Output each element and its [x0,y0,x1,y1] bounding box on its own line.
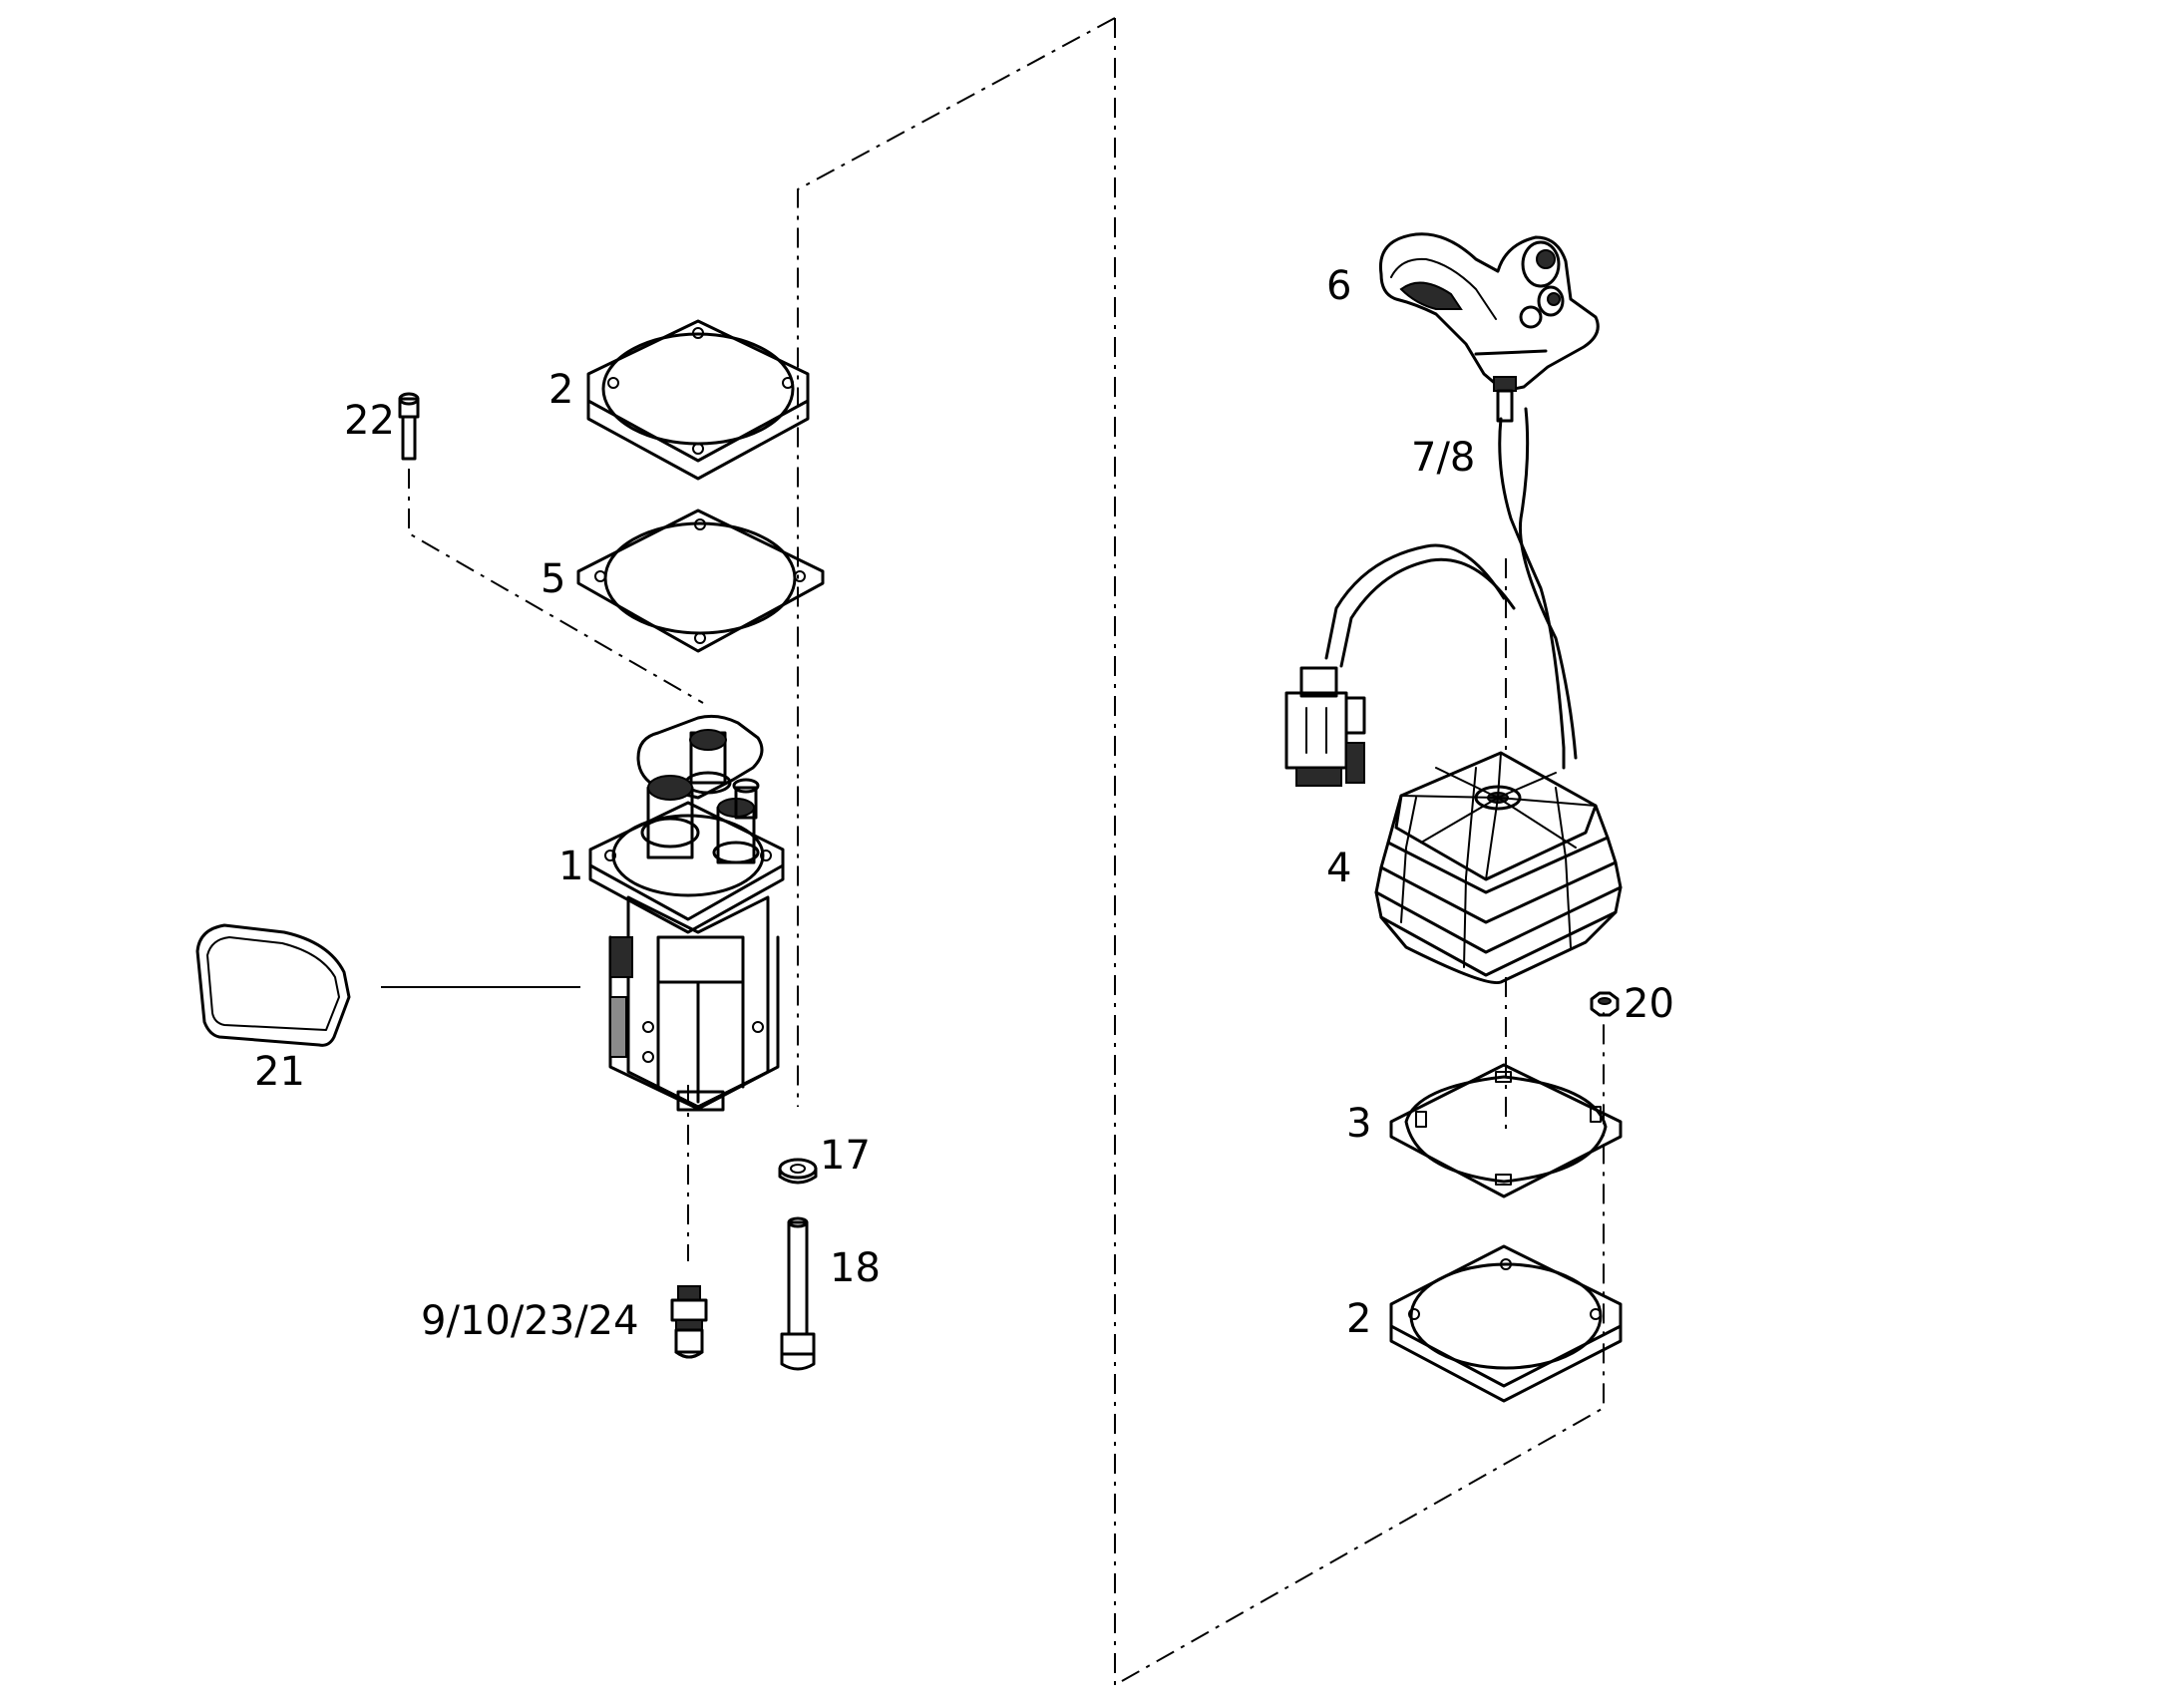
gasket-plate [576,509,825,653]
plunger-center-top [684,729,732,795]
label-flange-top: 2 [548,367,573,413]
label-flange-bottom: 2 [1346,1296,1371,1342]
plunger-left [640,775,700,859]
joystick-handle [1378,232,1600,423]
nut [1590,991,1620,1017]
hydraulic-fitting [670,1285,708,1359]
part-labels: 1 2 5 22 21 17 18 9/10/23/24 6 7/8 4 20 … [254,263,1674,1344]
washer [778,1158,818,1185]
label-plate-lower: 3 [1346,1101,1371,1147]
label-fitting: 9/10/23/24 [421,1298,639,1344]
label-gasket-plate: 5 [541,556,565,602]
label-nut: 20 [1624,981,1674,1027]
assembly-boundary [408,17,1605,1687]
label-handle: 6 [1326,263,1351,309]
label-screw: 22 [344,398,395,444]
rubber-boot [1374,751,1623,985]
bolt [780,1216,816,1371]
pilot-valve-unit [588,714,785,1112]
wiring-harness [1284,407,1578,787]
plunger-front [732,778,760,820]
cover-plate [195,923,351,1047]
label-washer: 17 [820,1133,871,1179]
label-cover-plate: 21 [254,1049,305,1095]
label-boot: 4 [1326,846,1351,891]
flange-plate-top [586,319,810,481]
label-joystick-unit: 1 [558,844,583,889]
flange-plate-bottom [1389,1244,1623,1403]
label-bolt: 18 [830,1245,881,1291]
label-wiring: 7/8 [1411,435,1475,481]
electrical-connector [1284,666,1366,787]
screw [398,392,420,461]
mounting-plate-lower [1389,1063,1623,1198]
